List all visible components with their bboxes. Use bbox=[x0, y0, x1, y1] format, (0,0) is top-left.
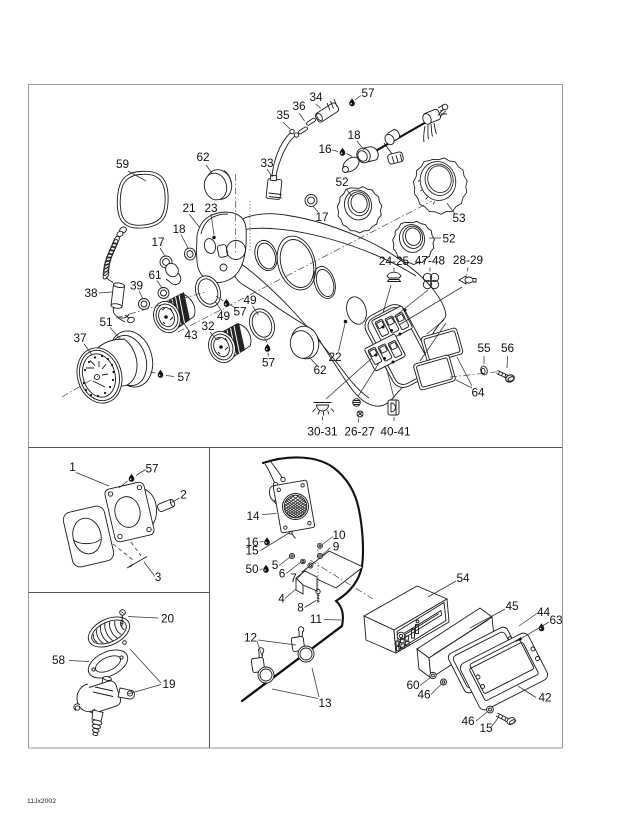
svg-text:46: 46 bbox=[417, 688, 431, 702]
svg-text:10: 10 bbox=[332, 528, 346, 542]
svg-text:18: 18 bbox=[172, 222, 186, 236]
svg-text:39: 39 bbox=[130, 279, 143, 293]
svg-text:13: 13 bbox=[318, 696, 332, 710]
svg-text:43: 43 bbox=[184, 328, 198, 342]
svg-text:2: 2 bbox=[180, 488, 187, 502]
svg-text:61: 61 bbox=[148, 268, 161, 282]
svg-text:57: 57 bbox=[177, 370, 190, 384]
svg-text:53: 53 bbox=[452, 211, 466, 225]
svg-text:37: 37 bbox=[73, 331, 86, 345]
svg-text:5: 5 bbox=[272, 558, 279, 572]
svg-text:59: 59 bbox=[116, 157, 129, 171]
svg-text:49: 49 bbox=[217, 309, 230, 323]
svg-text:62: 62 bbox=[196, 150, 209, 164]
svg-text:18: 18 bbox=[347, 128, 361, 142]
svg-text:40-41: 40-41 bbox=[380, 425, 410, 439]
svg-text:62: 62 bbox=[313, 363, 326, 377]
svg-text:57: 57 bbox=[361, 86, 374, 100]
svg-text:6: 6 bbox=[279, 567, 286, 581]
svg-text:3: 3 bbox=[155, 570, 162, 584]
svg-text:12: 12 bbox=[244, 631, 257, 645]
svg-text:46: 46 bbox=[461, 714, 475, 728]
svg-text:9: 9 bbox=[333, 540, 340, 554]
svg-text:35: 35 bbox=[276, 108, 290, 122]
svg-text:64: 64 bbox=[471, 386, 485, 400]
svg-text:54: 54 bbox=[456, 571, 470, 585]
svg-text:7: 7 bbox=[290, 571, 297, 585]
svg-text:24-25: 24-25 bbox=[379, 254, 410, 268]
svg-text:15: 15 bbox=[245, 544, 259, 558]
svg-text:30-31: 30-31 bbox=[307, 425, 337, 439]
svg-text:45: 45 bbox=[505, 599, 519, 613]
svg-text:60: 60 bbox=[406, 678, 420, 692]
svg-text:8: 8 bbox=[297, 601, 304, 615]
svg-text:47-48: 47-48 bbox=[415, 254, 446, 268]
svg-text:21: 21 bbox=[182, 201, 195, 215]
svg-text:63: 63 bbox=[549, 613, 563, 627]
svg-text:26-27: 26-27 bbox=[344, 425, 374, 439]
svg-text:56: 56 bbox=[501, 341, 515, 355]
svg-text:17: 17 bbox=[315, 210, 328, 224]
svg-text:51: 51 bbox=[99, 315, 112, 329]
svg-text:52: 52 bbox=[442, 232, 455, 246]
svg-text:14: 14 bbox=[246, 509, 260, 523]
svg-text:52: 52 bbox=[335, 175, 348, 189]
svg-text:20: 20 bbox=[161, 612, 175, 626]
svg-text:23: 23 bbox=[204, 201, 218, 215]
svg-text:34: 34 bbox=[309, 90, 323, 104]
svg-text:28-29: 28-29 bbox=[453, 253, 483, 267]
svg-text:1: 1 bbox=[69, 460, 76, 474]
svg-text:55: 55 bbox=[477, 341, 491, 355]
svg-text:57: 57 bbox=[233, 305, 246, 319]
svg-text:4: 4 bbox=[278, 592, 285, 606]
svg-text:11: 11 bbox=[310, 612, 322, 626]
svg-text:11Jx2002: 11Jx2002 bbox=[27, 798, 56, 805]
svg-text:36: 36 bbox=[292, 99, 306, 113]
svg-text:15: 15 bbox=[479, 721, 493, 735]
svg-text:17: 17 bbox=[151, 235, 164, 249]
svg-text:19: 19 bbox=[162, 677, 175, 691]
svg-text:58: 58 bbox=[52, 653, 66, 667]
svg-text:32: 32 bbox=[201, 319, 214, 333]
svg-text:16: 16 bbox=[318, 142, 332, 156]
svg-text:38: 38 bbox=[84, 286, 98, 300]
svg-text:22: 22 bbox=[328, 350, 341, 364]
svg-text:49: 49 bbox=[243, 293, 256, 307]
svg-text:16: 16 bbox=[245, 535, 259, 549]
svg-text:57: 57 bbox=[145, 462, 158, 476]
svg-text:50: 50 bbox=[245, 562, 259, 576]
svg-text:33: 33 bbox=[260, 156, 274, 170]
svg-text:57: 57 bbox=[262, 356, 275, 370]
svg-text:44: 44 bbox=[537, 605, 551, 619]
svg-text:42: 42 bbox=[538, 691, 551, 705]
